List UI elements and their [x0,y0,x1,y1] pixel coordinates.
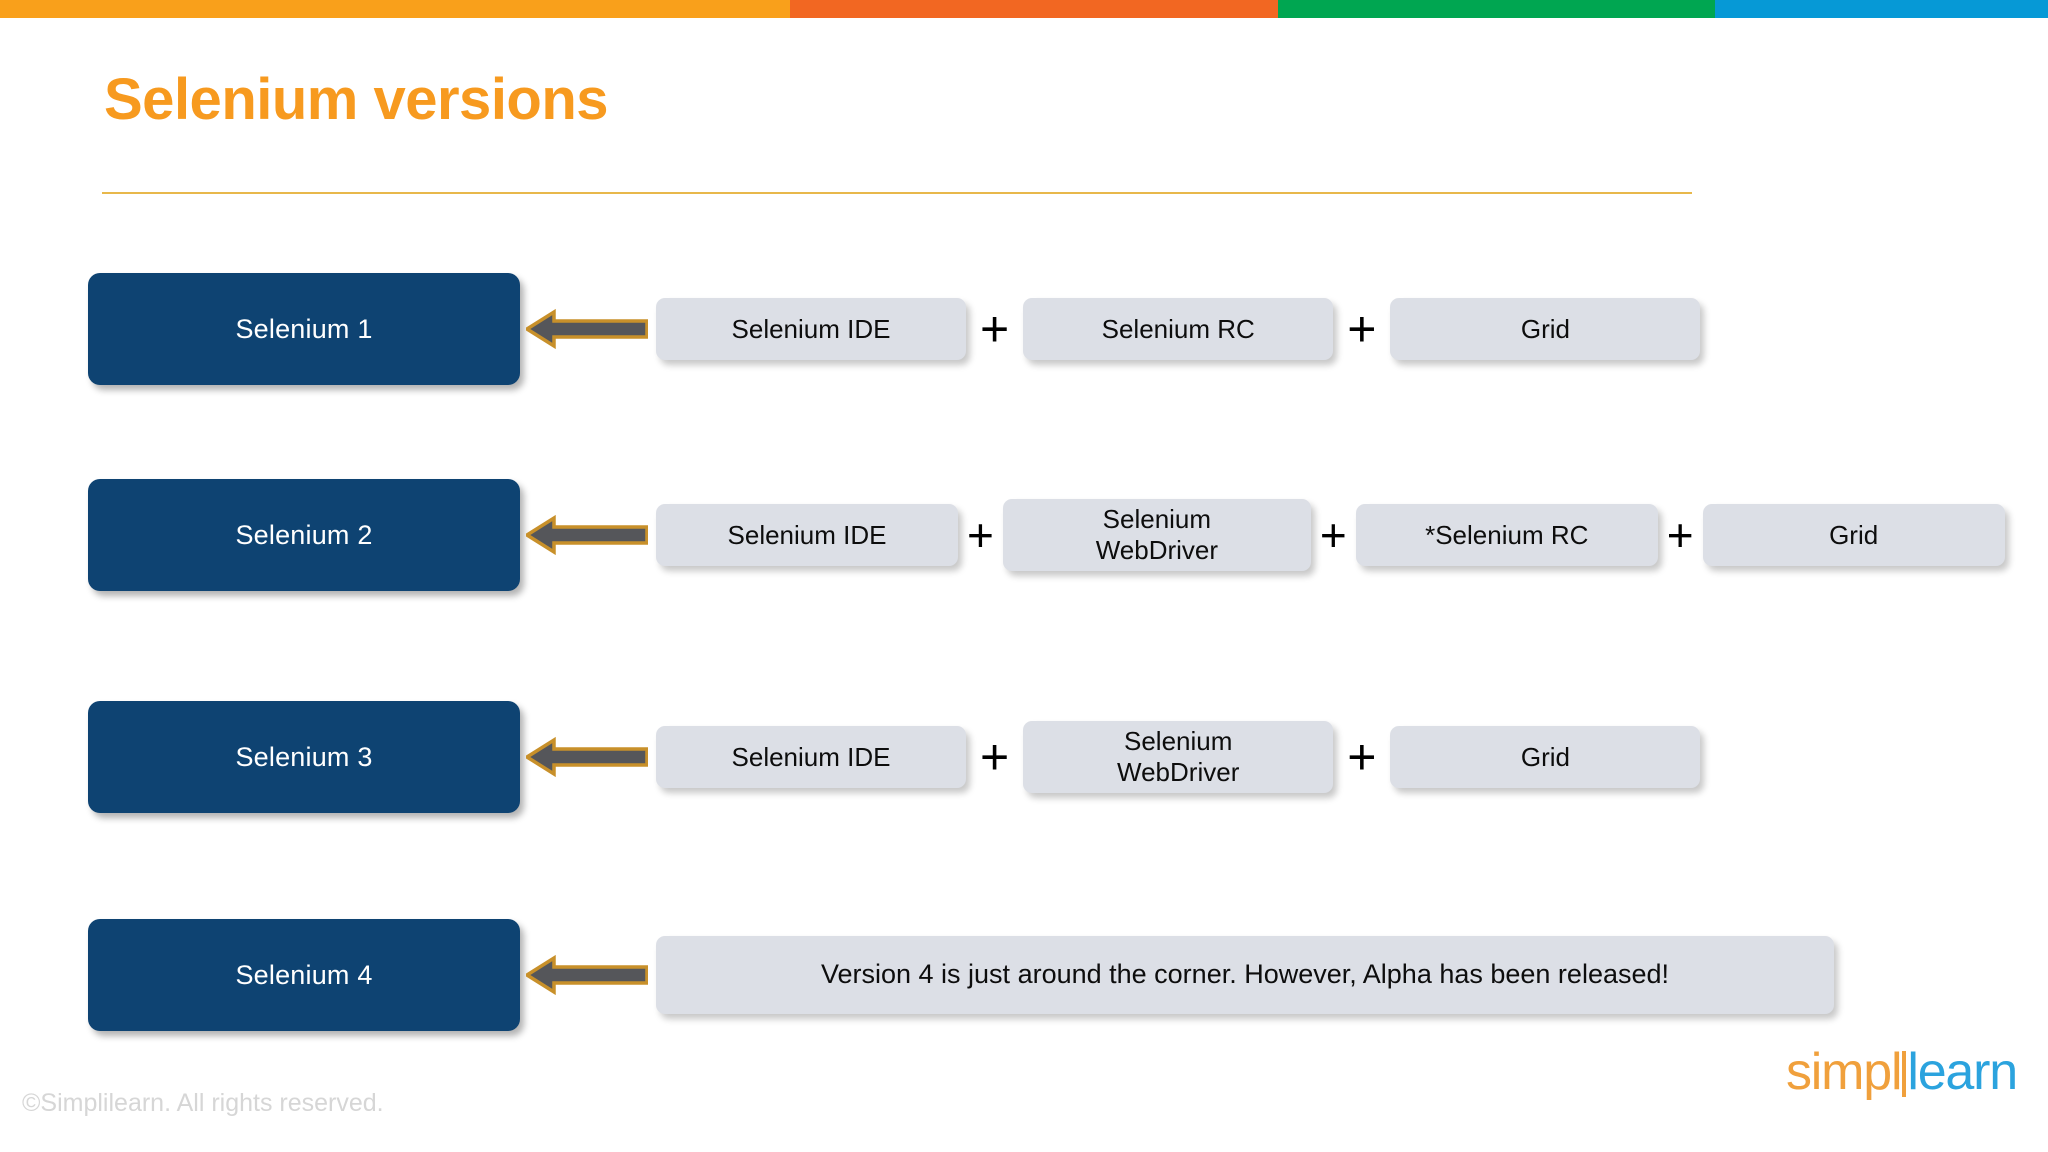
plus-symbol: + [967,509,994,561]
plus-symbol: + [1666,509,1694,561]
component-box[interactable]: Selenium IDE [656,504,958,566]
top-color-bar [0,0,2048,18]
component-box[interactable]: Version 4 is just around the corner. How… [656,936,1834,1014]
version-row-1: Selenium 1 Selenium IDE + Selenium RC + … [0,272,2048,386]
topbar-segment-amber [0,0,790,18]
footer-copyright: ©Simplilearn. All rights reserved. [22,1089,384,1117]
component-box[interactable]: Grid [1702,504,2005,566]
component-box[interactable]: Selenium IDE [656,726,966,788]
version-row-4: Selenium 4 Version 4 is just around the … [0,918,2048,1032]
topbar-segment-green [1278,0,1715,18]
left-arrow-icon [526,736,648,778]
logo-i-bar [1902,1051,1907,1097]
version-box-selenium-4[interactable]: Selenium 4 [88,919,520,1031]
logo-text-learn: learn [1907,1043,2018,1101]
version-box-selenium-3[interactable]: Selenium 3 [88,701,520,813]
page-title: Selenium versions [104,67,609,132]
plus-symbol: + [1319,509,1347,561]
component-chain-1: Selenium IDE + Selenium RC + Grid [656,298,1701,360]
left-arrow-icon [526,514,648,556]
component-box[interactable]: *Selenium RC [1355,504,1658,566]
left-arrow-icon [526,308,648,350]
version-box-selenium-1[interactable]: Selenium 1 [88,273,520,385]
component-box[interactable]: Selenium IDE [656,298,966,360]
component-box[interactable]: Grid [1390,298,1701,360]
plus-symbol: + [980,301,1010,357]
component-chain-4: Version 4 is just around the corner. How… [656,936,1834,1014]
plus-symbol: + [1347,301,1377,357]
topbar-segment-blue [1715,0,2048,18]
topbar-segment-orange [790,0,1278,18]
logo-text-simpl: simpl [1786,1043,1903,1101]
plus-symbol: + [980,729,1010,785]
version-box-selenium-2[interactable]: Selenium 2 [88,479,520,591]
component-box[interactable]: Grid [1390,726,1701,788]
title-underline-rule [102,192,1692,194]
component-box[interactable]: Selenium RC [1023,298,1334,360]
left-arrow-icon [526,954,648,996]
plus-symbol: + [1347,729,1377,785]
